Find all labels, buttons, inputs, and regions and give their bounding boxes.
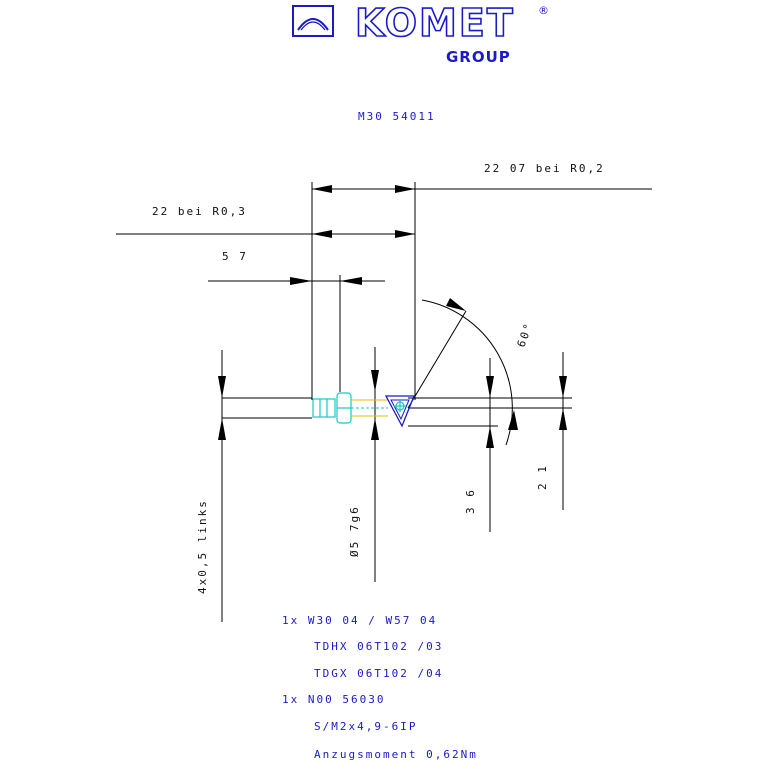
angle-dimension: 60° — [407, 298, 536, 446]
arrow-right-22-07 — [395, 185, 415, 193]
angle-arc — [421, 299, 513, 446]
insert-triangle — [384, 395, 415, 428]
label-22: 22 bei R0,3 — [152, 205, 247, 218]
label-diameter: Ø5 7g6 — [348, 505, 361, 557]
dimension-22: 22 bei R0,3 — [116, 205, 415, 238]
arrow-bottom-3-6 — [486, 426, 494, 448]
dimension-3-6: 3 6 — [464, 358, 494, 532]
logo-emblem-arc — [297, 18, 329, 31]
arrow-left-22 — [312, 230, 332, 238]
parts-list-line-4: 1x N00 56030 — [282, 693, 385, 706]
parts-list-line-3: TDGX 06T102 /04 — [314, 667, 443, 680]
dimension-4x0-5: 4x0,5 links — [196, 350, 226, 622]
parts-list-line-5: S/M2x4,9-6IP — [314, 720, 417, 733]
arrow-bottom-diameter — [371, 418, 379, 440]
arrow-bottom-4x0-5 — [218, 418, 226, 440]
shank-body — [312, 398, 336, 418]
part-number: M30 54011 — [358, 110, 436, 123]
logo-group-text: GROUP — [446, 48, 511, 66]
parts-list: 1x W30 04 / W57 04 TDHX 06T102 /03 TDGX … — [282, 614, 478, 761]
label-angle: 60° — [515, 320, 536, 349]
label-4x0-5: 4x0,5 links — [196, 499, 209, 594]
logo-registered-mark: ® — [538, 4, 549, 17]
arrow-top-4x0-5 — [218, 376, 226, 398]
dimension-diameter: Ø5 7g6 — [348, 347, 379, 582]
angle-arrow-top — [446, 298, 466, 311]
arrow-top-diameter — [371, 370, 379, 392]
dimension-5-7: 5 7 — [208, 250, 385, 285]
logo-emblem-frame — [292, 5, 334, 37]
angle-arrow-bottom — [508, 410, 518, 430]
label-2-1: 2 1 — [536, 464, 549, 490]
parts-list-line-6: Anzugsmoment 0,62Nm — [314, 748, 478, 761]
tool-geometry — [312, 392, 415, 428]
extension-lines — [222, 182, 572, 427]
arrow-top-2-1 — [559, 376, 567, 398]
arrow-bottom-2-1 — [559, 408, 567, 430]
logo-emblem-arc-inner — [300, 21, 326, 31]
parts-list-line-2: TDHX 06T102 /03 — [314, 640, 443, 653]
logo-brand-text: KOMET — [355, 1, 515, 45]
arrow-left-22-07 — [312, 185, 332, 193]
angle-leg — [407, 310, 467, 409]
label-3-6: 3 6 — [464, 488, 477, 514]
arrow-right-22 — [395, 230, 415, 238]
parts-list-line-1: 1x W30 04 / W57 04 — [282, 614, 437, 627]
arrow-left-5-7 — [290, 277, 312, 285]
dimension-2-1: 2 1 — [536, 352, 567, 510]
label-5-7: 5 7 — [222, 250, 248, 263]
dimension-22-07: 22 07 bei R0,2 — [312, 162, 652, 193]
komet-logo: KOMET ® GROUP — [292, 0, 549, 66]
label-22-07: 22 07 bei R0,2 — [484, 162, 605, 175]
arrow-top-3-6 — [486, 376, 494, 398]
arrow-right-5-7 — [340, 277, 362, 285]
